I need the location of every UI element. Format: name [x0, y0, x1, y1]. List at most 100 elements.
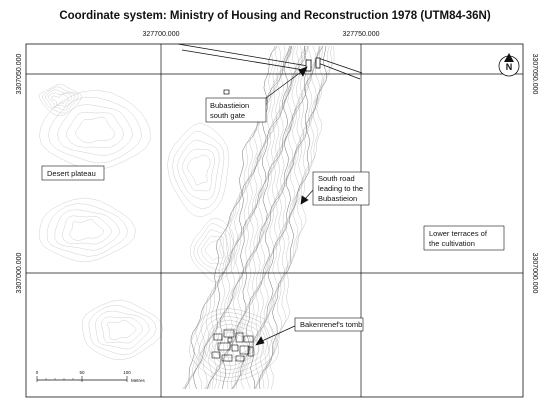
contour-line — [233, 45, 309, 390]
svg-text:Bakenrenef's tomb: Bakenrenef's tomb — [300, 320, 362, 329]
contour-line — [189, 308, 279, 382]
easting-label-2: 327750.000 — [343, 31, 380, 38]
contour-line — [62, 215, 112, 245]
contour-line — [54, 209, 120, 251]
contour-line — [254, 45, 321, 390]
contour-line — [198, 316, 270, 374]
svg-text:50: 50 — [79, 370, 85, 375]
tomb-chamber — [221, 354, 233, 362]
svg-text:Bubastieion: Bubastieion — [210, 101, 249, 110]
svg-text:Bubastieion: Bubastieion — [318, 194, 357, 203]
tomb-chamber — [243, 335, 254, 343]
contour-line — [57, 104, 133, 156]
contour-line — [82, 299, 163, 360]
contour-line — [269, 45, 335, 390]
contour-line — [262, 45, 330, 390]
svg-text:the cultivation: the cultivation — [429, 239, 475, 248]
contour-line — [46, 203, 128, 257]
tomb-chamber — [217, 342, 231, 351]
contour-line — [250, 45, 324, 390]
contour-line — [193, 312, 275, 378]
contour-line — [107, 320, 137, 341]
contour-line — [88, 305, 157, 355]
contour-line — [254, 45, 320, 390]
arrow-tomb — [261, 324, 298, 342]
easting-label-1: 327700.000 — [143, 31, 180, 38]
contour-line — [265, 45, 333, 390]
bakenrenef-tomb-structures — [211, 329, 254, 362]
contour-line — [182, 148, 215, 192]
north-arrow-icon: N — [498, 53, 520, 77]
contour-line — [203, 320, 265, 370]
contour-line — [183, 45, 275, 390]
contour-line — [213, 328, 255, 362]
contour-line — [38, 197, 136, 262]
contour-line — [48, 92, 73, 108]
contour-line — [75, 116, 115, 144]
contour-line — [95, 310, 150, 350]
contour-line — [205, 45, 291, 390]
svg-text:South road: South road — [318, 174, 355, 183]
contour-line — [222, 45, 306, 390]
contour-line — [167, 122, 229, 217]
contour-line — [45, 89, 76, 111]
map-title: Coordinate system: Ministry of Housing a… — [59, 10, 491, 22]
contour-line — [187, 154, 211, 186]
tomb-chamber — [223, 329, 235, 338]
tomb-chamber — [247, 346, 254, 357]
contour-line — [41, 86, 79, 114]
contour-line — [201, 235, 226, 265]
contour-line — [48, 96, 142, 164]
northing-label-left-2: 3307000.000 — [16, 252, 23, 293]
small-structure — [223, 89, 230, 95]
tomb-chamber — [213, 333, 223, 341]
label-south-road: South road leading to the Bubastieion — [312, 171, 370, 206]
svg-text:Lower terraces of: Lower terraces of — [429, 229, 488, 238]
northing-label-left-1: 3307050.000 — [16, 53, 23, 94]
contour-lines — [38, 45, 335, 390]
contour-line — [190, 217, 236, 282]
contour-line — [208, 324, 260, 366]
contour-line — [204, 239, 223, 261]
contour-line — [69, 219, 104, 241]
tomb-chamber — [239, 345, 250, 355]
tomb-chamber — [211, 351, 221, 359]
contour-line — [177, 139, 220, 201]
tomb-chamber — [235, 332, 244, 343]
svg-text:leading to the: leading to the — [318, 184, 363, 193]
contour-line — [184, 45, 278, 390]
grid-lines — [26, 44, 523, 397]
tomb-chamber — [231, 344, 239, 352]
arrow-south-gate — [261, 71, 302, 102]
contour-line — [205, 45, 291, 390]
contour-line — [232, 45, 312, 390]
northing-label-right-1: 3307050.000 — [531, 54, 538, 95]
contour-line — [232, 45, 307, 390]
svg-text:south gate: south gate — [210, 111, 245, 120]
bubastieion-wall — [177, 43, 363, 80]
contour-line — [66, 112, 124, 148]
contour-line — [172, 131, 225, 210]
svg-text:N: N — [506, 62, 513, 72]
contour-line — [217, 45, 303, 390]
contour-line — [256, 45, 324, 390]
contour-line — [197, 229, 229, 271]
contour-line — [51, 94, 69, 107]
contour-line — [240, 45, 320, 390]
label-south-gate: Bubastieion south gate — [205, 97, 267, 123]
contour-line — [258, 45, 328, 390]
map-frame — [25, 43, 524, 398]
contour-line — [182, 45, 277, 390]
tomb-chamber — [227, 337, 233, 343]
contour-line — [211, 45, 297, 390]
contour-line — [231, 45, 308, 390]
svg-text:0: 0 — [36, 370, 39, 375]
svg-text:100: 100 — [123, 370, 131, 375]
contour-line — [198, 45, 293, 390]
label-desert-plateau: Desert plateau — [41, 165, 105, 181]
svg-text:Metres: Metres — [131, 378, 146, 383]
contour-line — [227, 45, 308, 390]
scale-bar: 0 50 100 Metres — [36, 370, 146, 383]
tomb-chamber — [235, 355, 245, 362]
